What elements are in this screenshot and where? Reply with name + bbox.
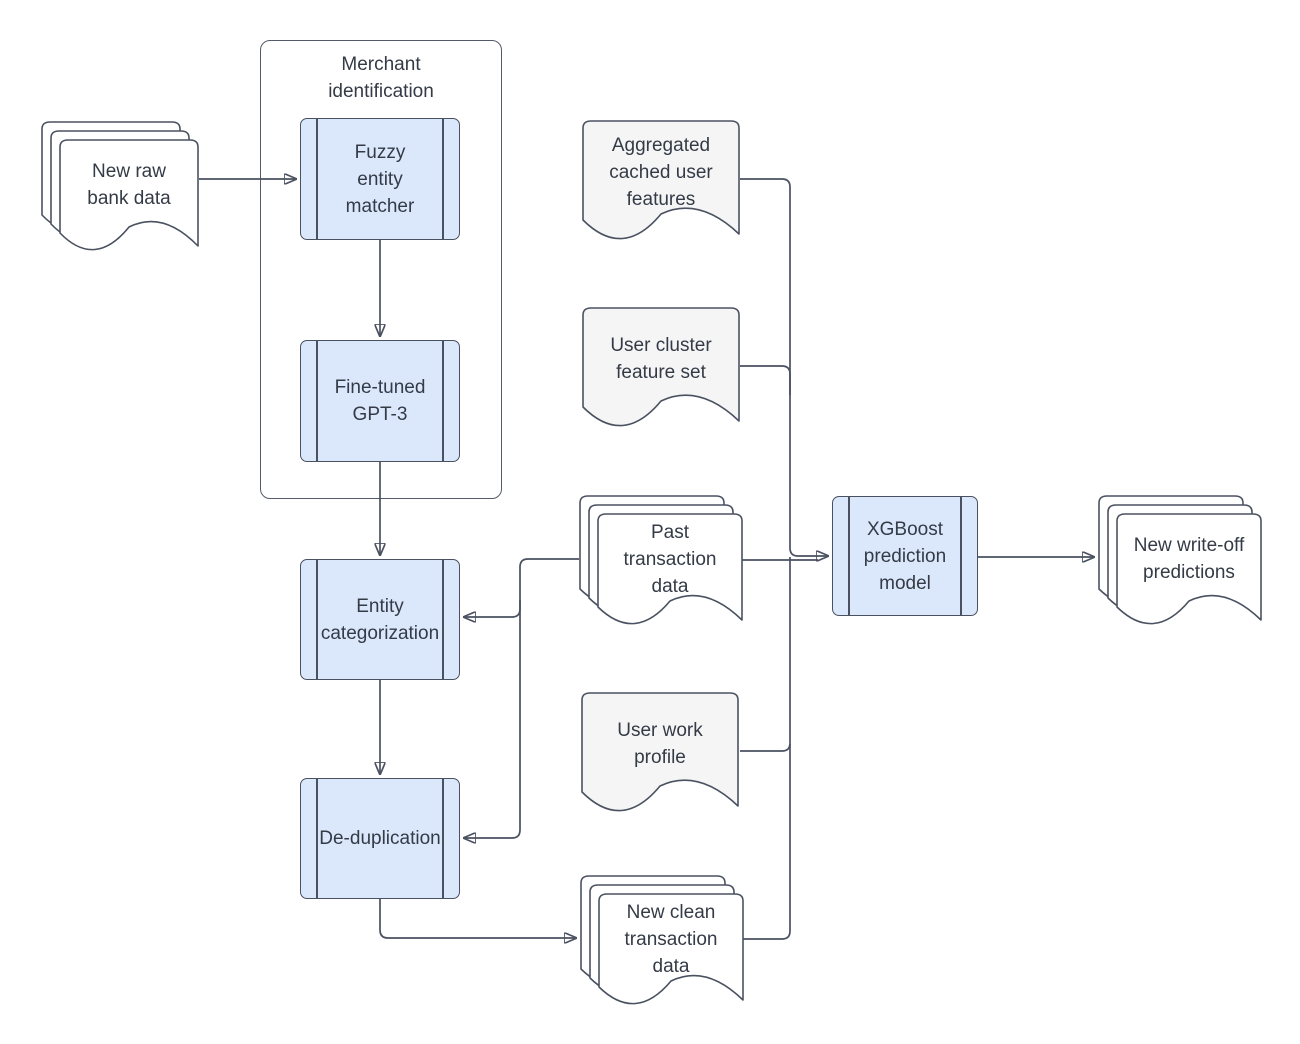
node-entity-categorization: Entity categorization <box>300 559 460 680</box>
node-user-work-profile: User work profile <box>581 692 739 826</box>
multi-document-shape <box>1098 495 1262 625</box>
document-shape <box>581 692 739 812</box>
node-new-raw-bank-data: New raw bank data <box>41 121 201 263</box>
process-bar-right <box>960 497 962 615</box>
node-label: Aggregated cached user features <box>609 134 713 210</box>
document-shape <box>582 307 740 427</box>
node-label: Past transaction data <box>623 521 717 597</box>
edge-past-transaction-to-entity-categorization <box>464 558 579 617</box>
process-bar-left <box>848 497 850 615</box>
node-past-transaction-data: Past transaction data <box>579 495 745 637</box>
node-new-write-off-predictions: New write-off predictions <box>1098 495 1264 637</box>
node-label: User cluster feature set <box>610 335 712 383</box>
multi-document-shape <box>41 121 199 251</box>
edge-past-transaction-to-de-duplication <box>464 600 521 838</box>
node-xgboost-prediction-model: XGBoost prediction model <box>832 496 978 616</box>
node-label: Fine-tuned GPT-3 <box>334 377 426 425</box>
edge-new-clean-to-feeder <box>743 744 791 940</box>
node-label: New write-off predictions <box>1133 535 1245 583</box>
document-shape <box>582 120 740 240</box>
edge-de-duplication-to-new-clean <box>379 899 576 938</box>
process-bar-left <box>316 560 318 679</box>
multi-document-shape <box>579 495 743 625</box>
process-bar-right <box>442 341 444 461</box>
group-label: Merchant identification <box>328 54 434 102</box>
process-bar-right <box>442 560 444 679</box>
multi-document-shape <box>580 875 744 1005</box>
edge-user-cluster-to-feeder <box>740 365 791 395</box>
node-label: Fuzzy entity matcher <box>345 141 415 217</box>
process-bar-left <box>316 779 318 898</box>
node-label: New raw bank data <box>87 161 171 209</box>
node-fine-tuned-gpt3: Fine-tuned GPT-3 <box>300 340 460 462</box>
process-bar-left <box>316 341 318 461</box>
node-label: XGBoost prediction model <box>863 518 947 594</box>
node-label: User work profile <box>617 720 703 768</box>
edge-aggregated-features-to-xgboost <box>740 178 828 556</box>
process-bar-right <box>442 119 444 239</box>
process-bar-right <box>442 779 444 898</box>
node-label: New clean transaction data <box>624 901 718 977</box>
node-label: Entity categorization <box>320 595 440 644</box>
edge-user-work-profile-to-feeder <box>740 557 791 752</box>
process-bar-left <box>316 119 318 239</box>
node-de-duplication: De-duplication <box>300 778 460 899</box>
node-label: De-duplication <box>319 828 441 849</box>
node-user-cluster-feature-set: User cluster feature set <box>582 307 740 441</box>
node-new-clean-transaction-data: New clean transaction data <box>580 875 746 1017</box>
node-aggregated-cached-user-features: Aggregated cached user features <box>582 120 740 254</box>
node-fuzzy-entity-matcher: Fuzzy entity matcher <box>300 118 460 240</box>
